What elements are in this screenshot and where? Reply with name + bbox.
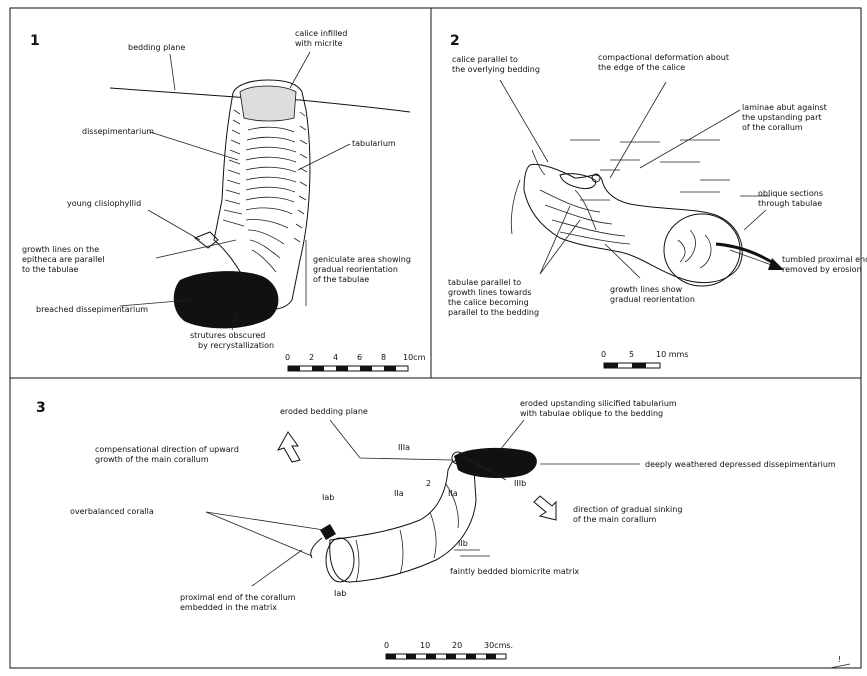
panel-1-scale-bar: 0 2 4 6 8 10cm [285, 353, 426, 371]
label-direction-2: of the main corallum [573, 515, 656, 524]
p1-scale-2: 2 [309, 353, 314, 362]
sinking-direction-arrow-icon [534, 496, 556, 520]
label-IIIa: IIIa [398, 443, 410, 452]
label-compens-2: growth of the main corallum [95, 455, 209, 464]
label-tabulae-1: tabulae parallel to [448, 278, 521, 287]
label-Iab-top: Iab [322, 493, 334, 502]
label-compact-1: compactional deformation about [598, 53, 729, 62]
label-eroded-up-1: eroded upstanding silicified tabularium [520, 399, 677, 408]
label-tabulae-2: growth lines towards [448, 288, 531, 297]
panel-3: 3 [36, 399, 850, 668]
label-p2-calice-1: calice parallel to [452, 55, 518, 64]
panel-2: 2 [448, 33, 867, 368]
label-growthlines-1: growth lines show [610, 285, 683, 294]
label-tumbled-1: tumbled proximal end [782, 255, 867, 264]
p3-scale-20: 20 [452, 641, 462, 650]
dissepimentarium-hatch [223, 110, 307, 242]
label-tabulae-3: the calice becoming [448, 298, 529, 307]
p1-scale-8: 8 [381, 353, 386, 362]
label-p2-calice-2: the overlying bedding [452, 65, 540, 74]
label-geniculate-1: geniculate area showing [313, 255, 411, 264]
label-IIa-right: IIa [448, 489, 458, 498]
corner-scribble [830, 664, 850, 668]
label-proximal-2: embedded in the matrix [180, 603, 277, 612]
p3-scale-0: 0 [384, 641, 389, 650]
label-proximal-1: proximal end of the corallum [180, 593, 296, 602]
label-eroded-plane: eroded bedding plane [280, 407, 368, 416]
label-IIa-left: IIa [394, 489, 404, 498]
tumbled-arrow [716, 244, 778, 266]
panel-3-number: 3 [36, 400, 46, 416]
panel-3-scale-bar: 0 10 20 30cms. [384, 641, 513, 659]
label-laminae-2: the upstanding part [742, 113, 822, 122]
label-young: young clisiophyllid [67, 199, 141, 208]
p1-scale-0: 0 [285, 353, 290, 362]
label-tabularium: tabularium [352, 139, 396, 148]
label-two: 2 [426, 479, 431, 488]
tabulae-lines [246, 127, 296, 272]
label-growthlines-2: gradual reorientation [610, 295, 695, 304]
p1-scale-10cm: 10cm [403, 353, 426, 362]
panel-1-number: 1 [30, 33, 40, 49]
p2-scale-10mms: 10 mms [656, 350, 688, 359]
label-tumbled-2: removed by erosion [782, 265, 862, 274]
label-calice-2: with micrite [295, 39, 343, 48]
p3-scale-10: 10 [420, 641, 430, 650]
upward-growth-arrow-icon [278, 432, 300, 462]
label-growth-2: epitheca are parallel [22, 255, 104, 264]
panel-2-scale-bar: 0 5 10 mms [601, 350, 688, 368]
label-IIIb: IIIb [514, 479, 526, 488]
corner-mark: ! [838, 655, 841, 664]
label-compact-2: the edge of the calice [598, 63, 685, 72]
panel-3-frame [10, 378, 861, 668]
panel-2-number: 2 [450, 33, 460, 49]
p3-scale-30cms: 30cms. [484, 641, 513, 650]
p2-scale-5: 5 [629, 350, 634, 359]
p1-scale-6: 6 [357, 353, 362, 362]
corallum-drawing [174, 80, 310, 328]
label-Iab-bottom: Iab [334, 589, 346, 598]
label-IIb: IIb [458, 539, 468, 548]
p2-scale-0: 0 [601, 350, 606, 359]
label-eroded-up-2: with tabulae oblique to the bedding [520, 409, 663, 418]
label-overbalanced: overbalanced coralla [70, 507, 154, 516]
label-strutures-1: strutures obscured [190, 331, 265, 340]
label-oblique-1: oblique sections [758, 189, 823, 198]
label-laminae-3: of the corallum [742, 123, 803, 132]
panel-3-leaders [206, 420, 640, 586]
panel-3-corallum [311, 448, 537, 582]
label-strutures-2: by recrystallization [198, 341, 274, 350]
label-bedding-plane: bedding plane [128, 43, 185, 52]
panel-1: 1 [22, 29, 426, 371]
label-geniculate-2: gradual reorientation [313, 265, 398, 274]
label-deeply: deeply weathered depressed dissepimentar… [645, 460, 836, 469]
label-calice-1: calice infilled [295, 29, 347, 38]
label-compens-1: compensational direction of upward [95, 445, 239, 454]
label-growth-1: growth lines on the [22, 245, 99, 254]
label-laminae-1: laminae abut against [742, 103, 827, 112]
p1-scale-4: 4 [333, 353, 338, 362]
label-oblique-2: through tabulae [758, 199, 822, 208]
label-faintly: faintly bedded biomicrite matrix [450, 567, 579, 576]
label-tabulae-4: parallel to the bedding [448, 308, 539, 317]
label-growth-3: to the tabulae [22, 265, 79, 274]
label-breached: breached dissepimentarium [36, 305, 148, 314]
label-direction-1: direction of gradual sinking [573, 505, 682, 514]
label-geniculate-3: of the tabulae [313, 275, 369, 284]
label-dissepimentarium: dissepimentarium [82, 127, 154, 136]
panel-2-bedding-dashes [570, 140, 770, 200]
